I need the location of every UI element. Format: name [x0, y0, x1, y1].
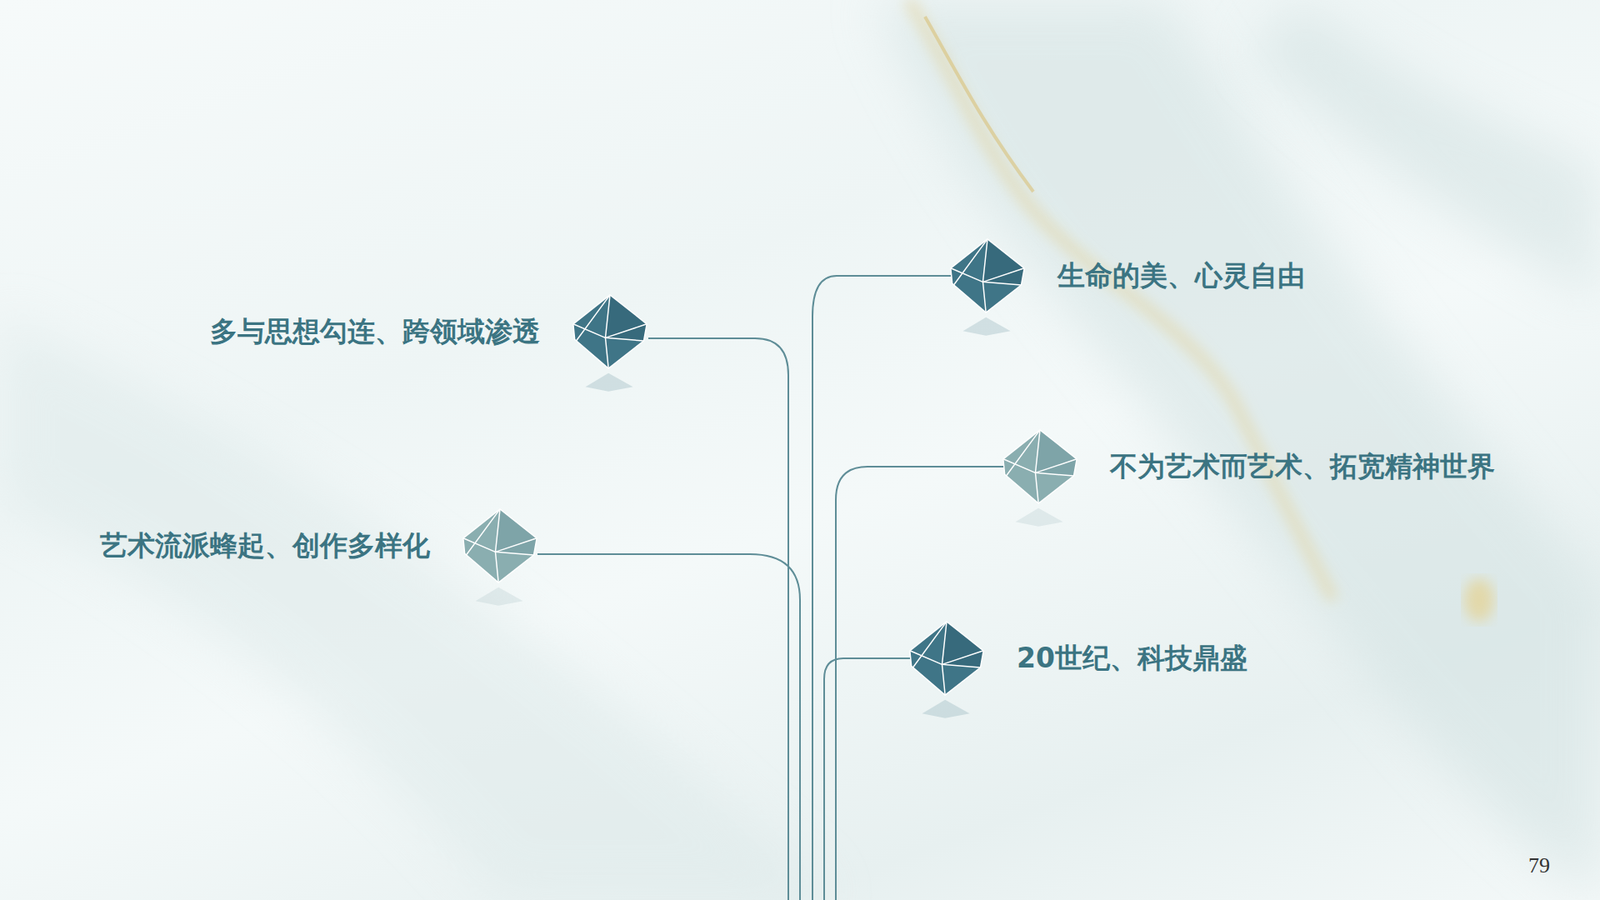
leader-line: [812, 275, 951, 900]
leader-line: [648, 338, 789, 900]
node-label: 不为艺术而艺术、拓宽精神世界: [1110, 450, 1495, 484]
gem-shape: [1001, 428, 1079, 529]
leader-line: [824, 658, 911, 900]
gem-node: 不为艺术而艺术、拓宽精神世界: [1001, 428, 1079, 529]
gem-node: 20世纪、科技鼎盛: [908, 620, 985, 720]
gem-node: 艺术流派蜂起、创作多样化: [461, 507, 539, 608]
node-label: 20世纪、科技鼎盛: [1016, 641, 1248, 675]
gem-shape: [461, 507, 539, 608]
gem-node: 生命的美、心灵自由: [949, 237, 1026, 338]
gem-shape: [908, 620, 985, 720]
leader-line: [537, 554, 800, 900]
page-number: 79: [1528, 853, 1550, 879]
node-label: 艺术流派蜂起、创作多样化: [100, 529, 430, 563]
node-label: 生命的美、心灵自由: [1057, 259, 1305, 293]
gem-shape: [949, 237, 1026, 338]
node-label: 多与思想勾连、跨领域渗透: [210, 315, 540, 349]
gem-node: 多与思想勾连、跨领域渗透: [571, 293, 649, 394]
gem-shape: [571, 293, 649, 394]
leader-line: [835, 466, 1005, 900]
